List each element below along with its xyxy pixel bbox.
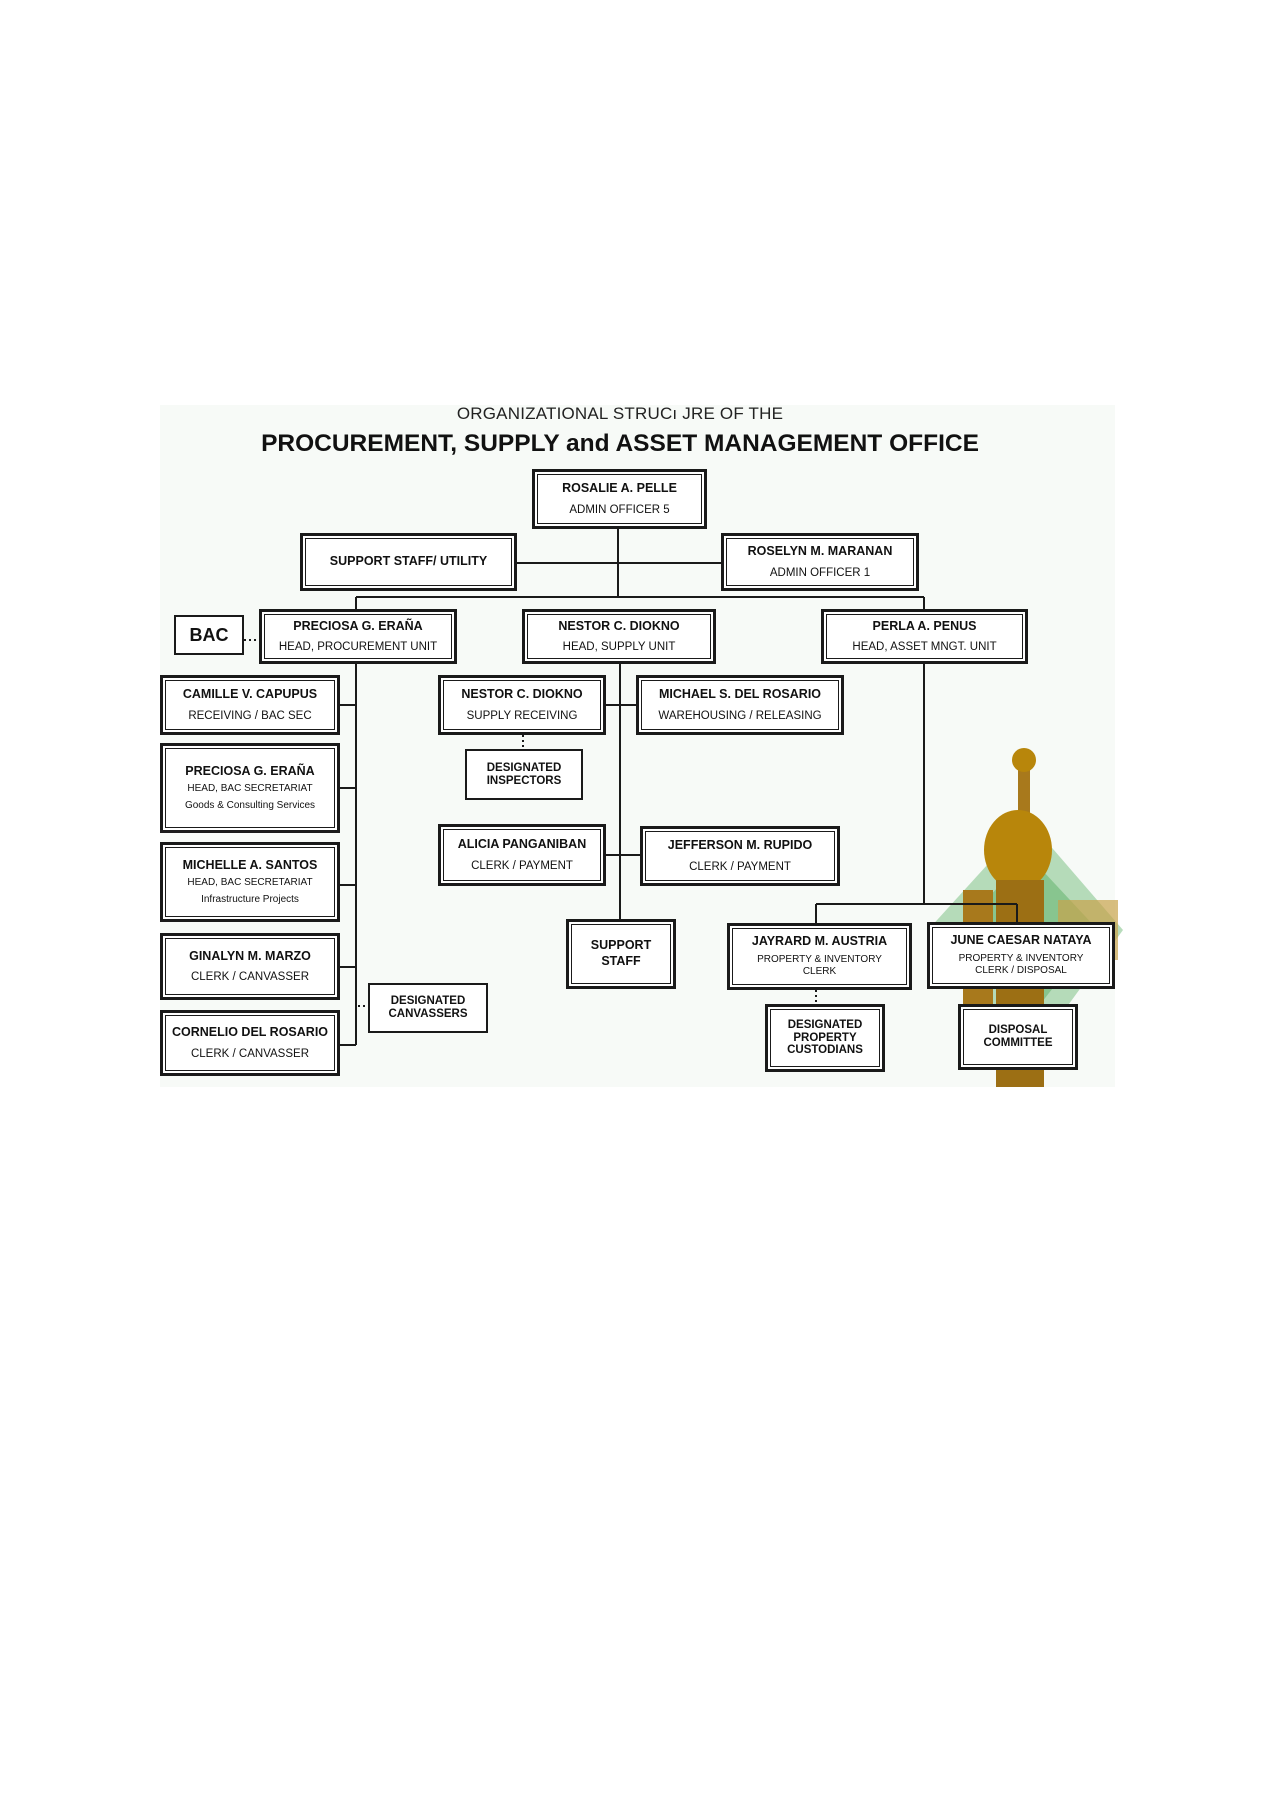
warehousing-box: MICHAEL S. DEL ROSARIO WAREHOUSING / REL… (636, 675, 844, 735)
node-name: CAMILLE V. CAPUPUS (182, 687, 318, 701)
admin-officer-1-box: ROSELYN M. MARANAN ADMIN OFFICER 1 (721, 533, 919, 591)
node-role: HEAD, BAC SECRETARIAT (187, 877, 313, 889)
support-utility-box: SUPPORT STAFF/ UTILITY (300, 533, 517, 591)
node-label: DESIGNATED INSPECTORS (486, 761, 562, 787)
node-label: DESIGNATED PROPERTY CUSTODIANS (787, 1019, 863, 1057)
node-role: HEAD, BAC SECRETARIAT (187, 783, 313, 795)
designated-canvassers-box: DESIGNATED CANVASSERS (368, 983, 488, 1033)
bac-secretariat-infra-box: MICHELLE A. SANTOS HEAD, BAC SECRETARIAT… (160, 842, 340, 922)
supply-head-box: NESTOR C. DIOKNO HEAD, SUPPLY UNIT (522, 609, 716, 664)
node-name: JAYRARD M. AUSTRIA (751, 934, 888, 949)
node-name: ROSELYN M. MARANAN (747, 544, 893, 558)
node-note: Infrastructure Projects (201, 893, 299, 905)
admin-officer-5-box: ROSALIE A. PELLE ADMIN OFFICER 5 (532, 469, 707, 529)
node-name: NESTOR C. DIOKNO (558, 618, 680, 633)
austria-box: JAYRARD M. AUSTRIA PROPERTY & INVENTORY … (727, 923, 912, 990)
node-name: ROSALIE A. PELLE (562, 481, 677, 495)
node-name: JUNE CAESAR NATAYA (950, 933, 1092, 948)
node-role: HEAD, SUPPLY UNIT (562, 641, 676, 654)
procurement-head-box: PRECIOSA G. ERAÑA HEAD, PROCUREMENT UNIT (259, 609, 457, 664)
node-role: CLERK / PAYMENT (471, 859, 573, 872)
node-role: WAREHOUSING / RELEASING (658, 709, 822, 722)
node-name: MICHELLE A. SANTOS (182, 857, 318, 872)
node-role: CLERK / CANVASSER (190, 971, 309, 984)
marzo-box: GINALYN M. MARZO CLERK / CANVASSER (160, 933, 340, 1000)
node-label: SUPPORT STAFF (590, 938, 652, 968)
chart-title-line1: ORGANIZATIONAL STRUCı JRE OF THE (456, 404, 784, 423)
node-name: PRECIOSA G. ERAÑA (293, 618, 423, 633)
designated-property-custodians-box: DESIGNATED PROPERTY CUSTODIANS (765, 1004, 885, 1072)
support-staff-box: SUPPORT STAFF (566, 919, 676, 989)
node-note: Goods & Consulting Services (184, 799, 316, 811)
node-label: DESIGNATED CANVASSERS (388, 995, 468, 1020)
node-role: CLERK / CANVASSER (190, 1047, 309, 1060)
chart-title-line2: PROCUREMENT, SUPPLY and ASSET MANAGEMENT… (261, 430, 979, 457)
node-name: CORNELIO DEL ROSARIO (171, 1025, 329, 1039)
bac-box: BAC (174, 615, 244, 655)
node-label: DISPOSAL COMMITTEE (983, 1024, 1053, 1049)
node-name: GINALYN M. MARZO (189, 948, 311, 963)
node-label: SUPPORT STAFF/ UTILITY (329, 554, 488, 569)
node-name: MICHAEL S. DEL ROSARIO (658, 687, 822, 701)
node-role: ADMIN OFFICER 1 (769, 566, 871, 579)
capupus-box: CAMILLE V. CAPUPUS RECEIVING / BAC SEC (160, 675, 340, 735)
node-role: HEAD, ASSET MNGT. UNIT (852, 641, 997, 654)
bac-secretariat-goods-box: PRECIOSA G. ERAÑA HEAD, BAC SECRETARIAT … (160, 743, 340, 833)
node-name: PRECIOSA G. ERAÑA (185, 763, 315, 778)
node-role: ADMIN OFFICER 5 (569, 503, 670, 516)
designated-inspectors-box: DESIGNATED INSPECTORS (465, 749, 583, 800)
node-role: HEAD, PROCUREMENT UNIT (278, 641, 438, 654)
supply-receiving-box: NESTOR C. DIOKNO SUPPLY RECEIVING (438, 675, 606, 735)
node-name: JEFFERSON M. RUPIDO (667, 838, 813, 852)
panganiban-box: ALICIA PANGANIBAN CLERK / PAYMENT (438, 824, 606, 886)
node-role: PROPERTY & INVENTORY CLERK (757, 953, 882, 978)
node-role: CLERK / PAYMENT (689, 860, 791, 873)
disposal-committee-box: DISPOSAL COMMITTEE (958, 1004, 1078, 1070)
node-label: BAC (189, 624, 229, 645)
node-name: ALICIA PANGANIBAN (457, 837, 587, 851)
node-name: PERLA A. PENUS (872, 618, 977, 633)
node-role: RECEIVING / BAC SEC (188, 709, 312, 722)
node-name: NESTOR C. DIOKNO (461, 687, 583, 701)
node-role: SUPPLY RECEIVING (466, 709, 578, 722)
node-role: PROPERTY & INVENTORY CLERK / DISPOSAL (958, 952, 1084, 977)
del-rosario-cornelio-box: CORNELIO DEL ROSARIO CLERK / CANVASSER (160, 1010, 340, 1076)
asset-head-box: PERLA A. PENUS HEAD, ASSET MNGT. UNIT (821, 609, 1028, 664)
nataya-box: JUNE CAESAR NATAYA PROPERTY & INVENTORY … (927, 922, 1115, 989)
rupido-box: JEFFERSON M. RUPIDO CLERK / PAYMENT (640, 826, 840, 886)
